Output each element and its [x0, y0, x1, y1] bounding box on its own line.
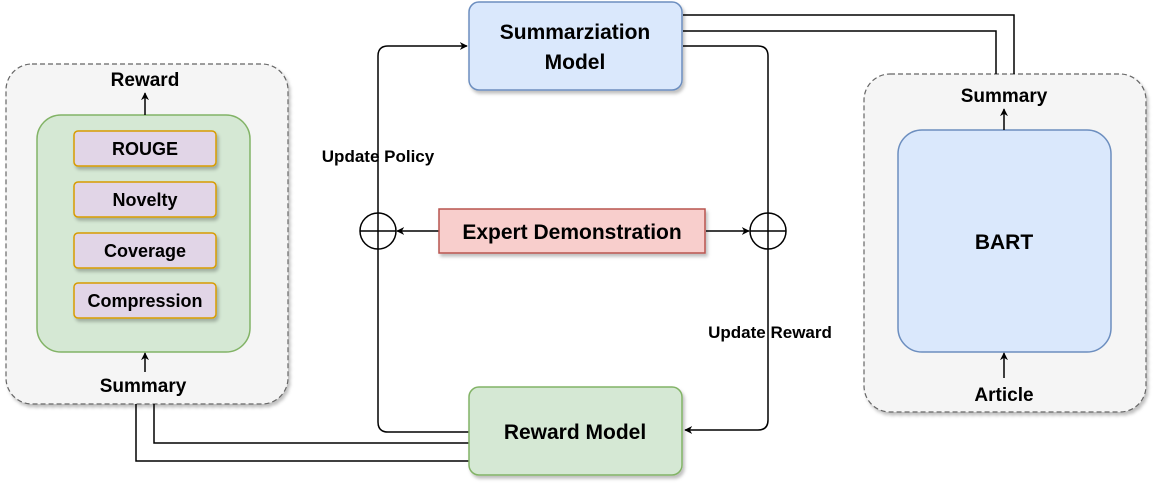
coverage-box — [73, 232, 217, 269]
left-sum-node — [359, 212, 397, 250]
summary-pipe-bottom-inner — [153, 404, 469, 444]
expert-demonstration-box — [438, 208, 706, 254]
reward-model-label: Reward Model — [504, 421, 646, 444]
coverage-label: Coverage — [104, 241, 186, 261]
reward-model-box — [468, 386, 683, 476]
summary-pipe-bottom — [135, 404, 469, 462]
right-summary-label: Summary — [961, 86, 1048, 107]
update-policy-label: Update Policy — [322, 147, 435, 166]
summary-pipe-top-inner — [683, 30, 997, 74]
rouge-label: ROUGE — [112, 139, 178, 159]
compression-label: Compression — [87, 291, 202, 311]
bart-label: BART — [975, 231, 1033, 254]
reward-label: Reward — [111, 70, 180, 91]
novelty-label: Novelty — [112, 190, 177, 210]
summarization-model-label-line1: Summarziation — [500, 21, 651, 44]
article-label: Article — [974, 385, 1033, 406]
summarization-model-box — [468, 1, 683, 91]
summary-pipe-top — [683, 14, 1015, 74]
rouge-box — [73, 130, 217, 167]
left-summary-label: Summary — [100, 376, 187, 397]
right-sum-node — [749, 212, 787, 250]
summarization-model-label-line2: Model — [545, 51, 606, 74]
compression-box — [73, 282, 217, 319]
update-reward-label: Update Reward — [708, 323, 832, 342]
novelty-box — [73, 181, 217, 218]
expert-demonstration-label: Expert Demonstration — [462, 221, 681, 244]
